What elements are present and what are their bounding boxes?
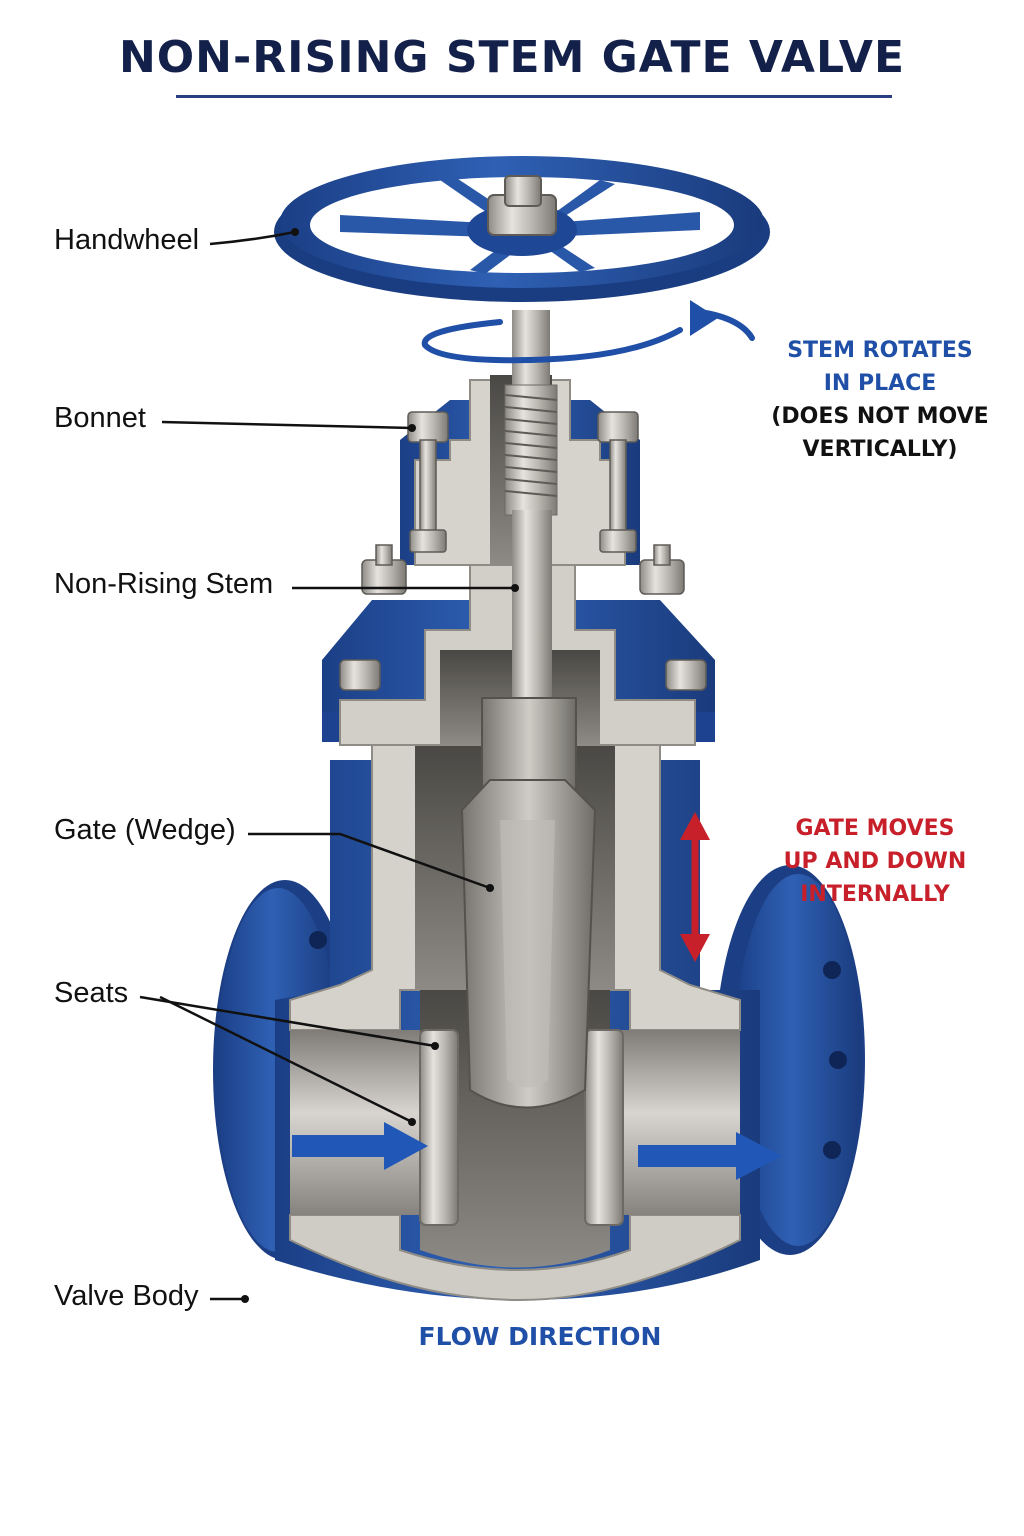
flow-arrow-left-icon: [292, 1122, 428, 1170]
bonnet-leader: [161, 420, 413, 430]
seats-leader-upper: [139, 995, 436, 1048]
label-gate-wedge: Gate (Wedge): [54, 814, 236, 846]
label-handwheel: Handwheel: [54, 224, 200, 256]
gate-wedge: [460, 697, 597, 1109]
handwheel: [274, 156, 770, 302]
note-does-not-move: (DOES NOT MOVE VERTICALLY): [771, 404, 989, 462]
note-gate-moves: GATE MOVES UP AND DOWN INTERNALLY: [783, 816, 967, 907]
seats: [419, 1029, 624, 1226]
note-stem-rotates: STEM ROTATES IN PLACE: [787, 338, 973, 396]
label-non-rising-stem: Non-Rising Stem: [54, 568, 274, 600]
flow-arrow-right-icon: [638, 1132, 782, 1180]
stem: [504, 310, 558, 710]
label-bonnet: Bonnet: [54, 402, 146, 434]
handwheel-leader: [209, 230, 296, 246]
rotation-arrowhead-icon: [690, 300, 718, 336]
seats-leader-lower: [159, 995, 413, 1124]
flow-direction-label: FLOW DIRECTION: [418, 1322, 662, 1351]
bonnet-bolts: [339, 411, 707, 691]
gate-leader: [248, 832, 491, 890]
gate-motion-arrow-icon: [680, 812, 710, 962]
label-seats: Seats: [54, 977, 129, 1009]
label-valve-body: Valve Body: [54, 1280, 199, 1312]
title-underline: [176, 95, 892, 98]
diagram-title: NON-RISING STEM GATE VALVE: [118, 32, 906, 83]
